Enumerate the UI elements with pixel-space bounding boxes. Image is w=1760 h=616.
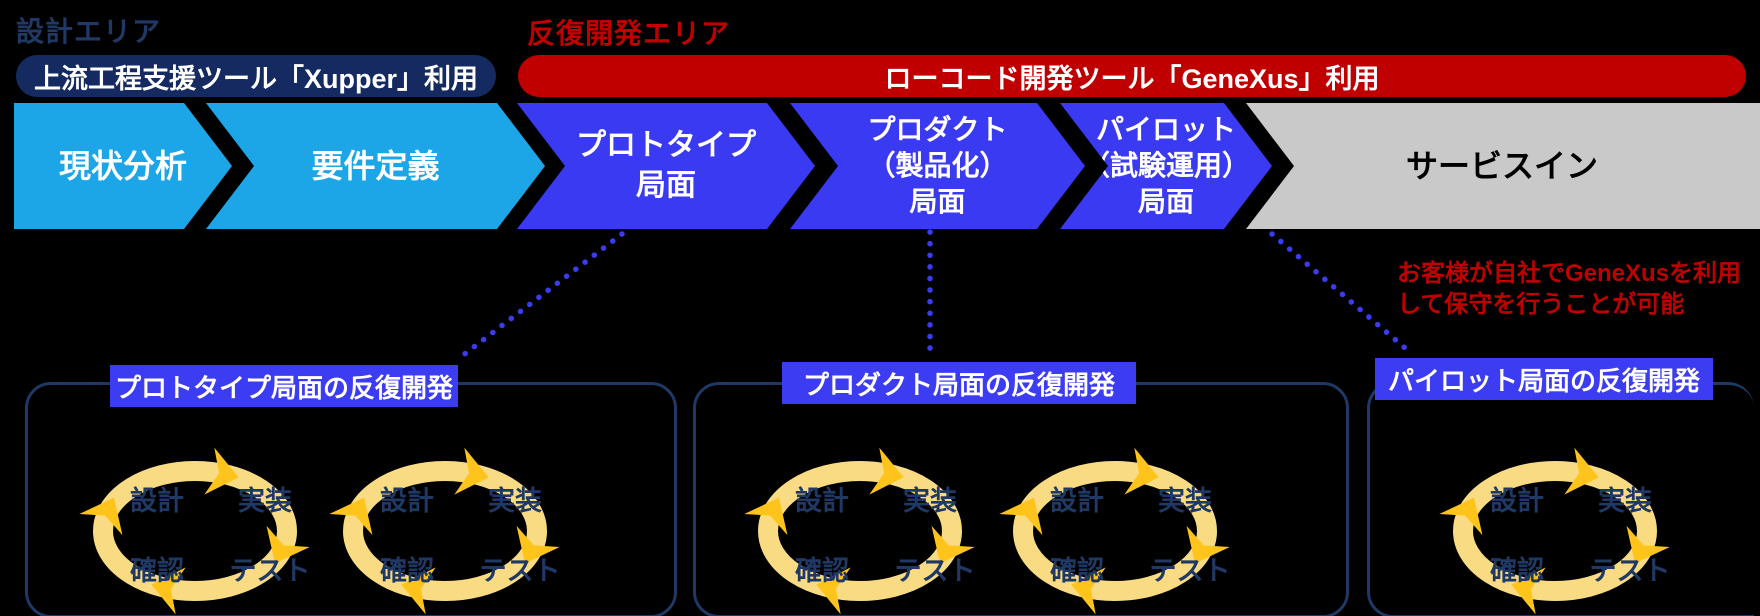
phase-chevron-service-in: サービスイン [1246, 103, 1760, 229]
phase-label: （製品化） [867, 150, 1008, 181]
xupper-tool-pill-label: 上流工程支援ツール「Xupper」利用 [33, 63, 478, 94]
maintenance-annotation: お客様が自社でGeneXusを利用 して保守を行うことが可能 [1397, 258, 1741, 320]
cycle-label-implement: 実装 [488, 485, 542, 516]
iteration-box-title-product: プロダクト局面の反復開発 [782, 362, 1136, 404]
iteration-cycle: 設計 実装 確認 テスト [999, 447, 1231, 615]
cycle-label-confirm: 確認 [130, 555, 184, 586]
genexus-tool-pill-label: ローコード開発ツール「GeneXus」利用 [884, 63, 1380, 94]
genexus-tool-pill: ローコード開発ツール「GeneXus」利用 [518, 55, 1746, 97]
cycle-arrow-icon [1439, 497, 1483, 536]
box-title-label: パイロット局面の反復開発 [1387, 365, 1700, 396]
cycle-label-design: 設計 [1050, 485, 1104, 516]
box-title-label: プロダクト局面の反復開発 [802, 369, 1115, 400]
cycle-arrow-icon [1186, 525, 1230, 564]
phase-label: サービスイン [1405, 148, 1598, 184]
cycle-label-confirm: 確認 [1490, 555, 1544, 586]
annotation-line-2: して保守を行うことが可能 [1397, 291, 1685, 318]
phase-chevron-requirements: 要件定義 [206, 103, 545, 229]
box-title-label: プロトタイプ局面の反復開発 [114, 372, 453, 403]
annotation-line-1: お客様が自社でGeneXusを利用 [1397, 260, 1742, 287]
phase-label: 要件定義 [311, 148, 440, 184]
phase-chevron-current-analysis: 現状分析 [14, 103, 232, 229]
cycle-arrow-icon [1124, 447, 1159, 495]
cycle-label-test: テスト [230, 556, 311, 586]
cycle-label-test: テスト [1590, 556, 1671, 586]
cycle-arrow-icon [931, 525, 975, 564]
phase-label: 局面 [1137, 186, 1194, 217]
cycle-label-test: テスト [1150, 556, 1231, 586]
iteration-box-title-prototype: プロトタイプ局面の反復開発 [110, 365, 458, 407]
cycle-arrow-icon [79, 497, 123, 536]
cycle-arrow-icon [816, 567, 851, 615]
phase-label: パイロット [1095, 114, 1236, 145]
cycle-arrow-icon [869, 447, 904, 495]
phase-label: 局面 [909, 186, 966, 217]
iteration-cycle: 設計 実装 確認 テスト [329, 447, 561, 615]
cycle-ring [758, 461, 962, 601]
phase-chevron-prototype: プロトタイプ 局面 [517, 103, 815, 229]
phase-label: （試験運用） [1081, 150, 1250, 181]
iteration-cycle: 設計 実装 確認 テスト [79, 447, 311, 615]
cycle-arrow-icon [1564, 447, 1599, 495]
pilot-connector-dotted-line [1269, 231, 1415, 357]
cycle-label-design: 設計 [380, 485, 434, 516]
cycle-label-confirm: 確認 [380, 555, 434, 586]
cycle-label-implement: 実装 [1598, 485, 1652, 516]
cycle-ring [1013, 461, 1217, 601]
cycle-arrow-icon [1511, 567, 1546, 615]
cycle-arrow-icon [516, 525, 560, 564]
cycle-arrow-icon [744, 497, 788, 536]
cycle-label-test: テスト [480, 556, 561, 586]
cycle-ring [93, 461, 297, 601]
cycle-label-test: テスト [895, 556, 976, 586]
iterative-area-label: 反復開発エリア [527, 18, 731, 49]
cycle-arrow-icon [454, 447, 489, 495]
cycle-label-implement: 実装 [1158, 485, 1212, 516]
cycle-arrow-icon [266, 525, 310, 564]
cycle-arrow-icon [401, 567, 436, 615]
cycle-label-implement: 実装 [238, 485, 292, 516]
cycle-arrow-icon [999, 497, 1043, 536]
iteration-cycle: 設計 実装 確認 テスト [1439, 447, 1671, 615]
cycle-ring [1453, 461, 1657, 601]
phase-label: プロダクト [867, 114, 1008, 145]
design-area-label: 設計エリア [16, 16, 162, 47]
cycle-label-design: 設計 [130, 485, 184, 516]
cycle-label-confirm: 確認 [795, 555, 849, 586]
cycle-arrow-icon [1626, 525, 1670, 564]
cycle-ring [343, 461, 547, 601]
cycle-label-design: 設計 [795, 485, 849, 516]
phase-chevron-pilot: パイロット （試験運用） 局面 [1060, 103, 1272, 229]
phase-label: プロトタイプ [576, 129, 756, 162]
cycle-arrow-icon [329, 497, 373, 536]
phase-label: 現状分析 [58, 148, 187, 184]
cycle-label-implement: 実装 [903, 485, 957, 516]
cycle-label-confirm: 確認 [1050, 555, 1104, 586]
cycle-label-design: 設計 [1490, 485, 1544, 516]
prototype-connector-dotted-line [459, 231, 625, 359]
xupper-tool-pill: 上流工程支援ツール「Xupper」利用 [16, 55, 496, 97]
phase-chevron-product: プロダクト （製品化） 局面 [790, 103, 1085, 229]
phase-label: 局面 [636, 169, 696, 202]
iteration-cycle: 設計 実装 確認 テスト [744, 447, 976, 615]
cycle-arrow-icon [204, 447, 239, 495]
cycle-arrow-icon [151, 567, 186, 615]
cycle-arrow-icon [1071, 567, 1106, 615]
iteration-box-title-pilot: パイロット局面の反復開発 [1375, 358, 1713, 400]
